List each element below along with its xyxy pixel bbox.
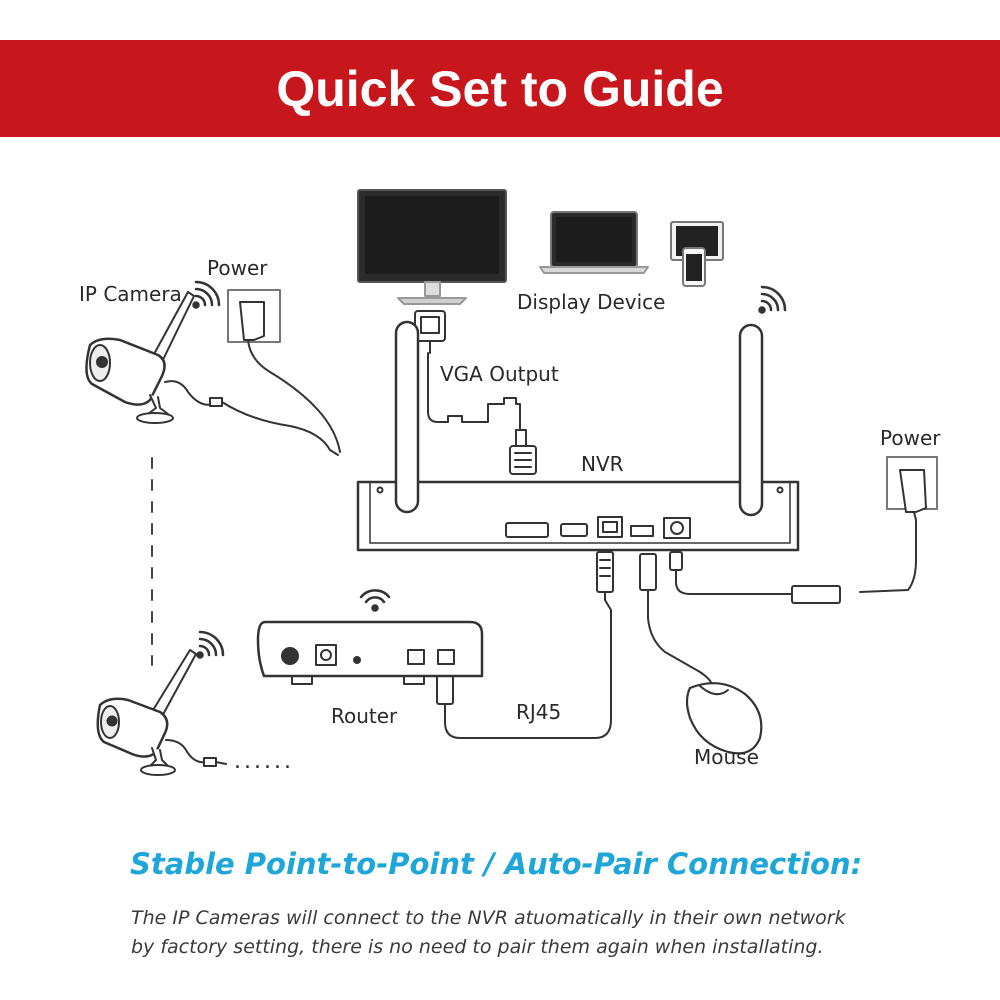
ip-camera-icon	[96, 649, 227, 776]
power-outlet-right-icon	[669, 456, 938, 604]
connection-headline: Stable Point-to-Point / Auto-Pair Connec…	[130, 847, 863, 881]
tablet-phone-icon	[670, 221, 724, 287]
vga-cable-icon	[414, 310, 537, 475]
label-display-device: Display Device	[517, 290, 666, 314]
ip-camera-icon	[85, 291, 339, 456]
label-nvr: NVR	[581, 452, 624, 476]
description-line-1: The IP Cameras will connect to the NVR a…	[131, 907, 846, 929]
label-power-left: Power	[207, 256, 268, 280]
description-line-2: by factory setting, there is no need to …	[131, 936, 824, 958]
label-more-cameras: ......	[234, 749, 294, 774]
label-router: Router	[331, 704, 398, 728]
monitor-icon	[357, 189, 507, 305]
laptop-icon	[539, 211, 649, 274]
label-power-right: Power	[880, 426, 941, 450]
router-icon	[256, 620, 484, 685]
title-banner	[0, 40, 1000, 137]
wifi-icon	[192, 280, 787, 659]
mouse-icon	[685, 682, 763, 755]
label-rj45: RJ45	[516, 700, 562, 724]
nvr-antenna-icon	[394, 320, 764, 517]
power-outlet-left-icon	[227, 289, 341, 453]
label-vga-output: VGA Output	[440, 362, 559, 386]
page-title: Quick Set to Guide	[276, 61, 724, 117]
rj45-cable-icon	[436, 551, 614, 739]
label-ip-camera: IP Camera	[79, 282, 182, 306]
label-mouse: Mouse	[694, 745, 759, 769]
connection-description: The IP Cameras will connect to the NVR a…	[131, 904, 931, 962]
usb-cable-icon	[639, 553, 713, 687]
nvr-box	[356, 480, 800, 552]
